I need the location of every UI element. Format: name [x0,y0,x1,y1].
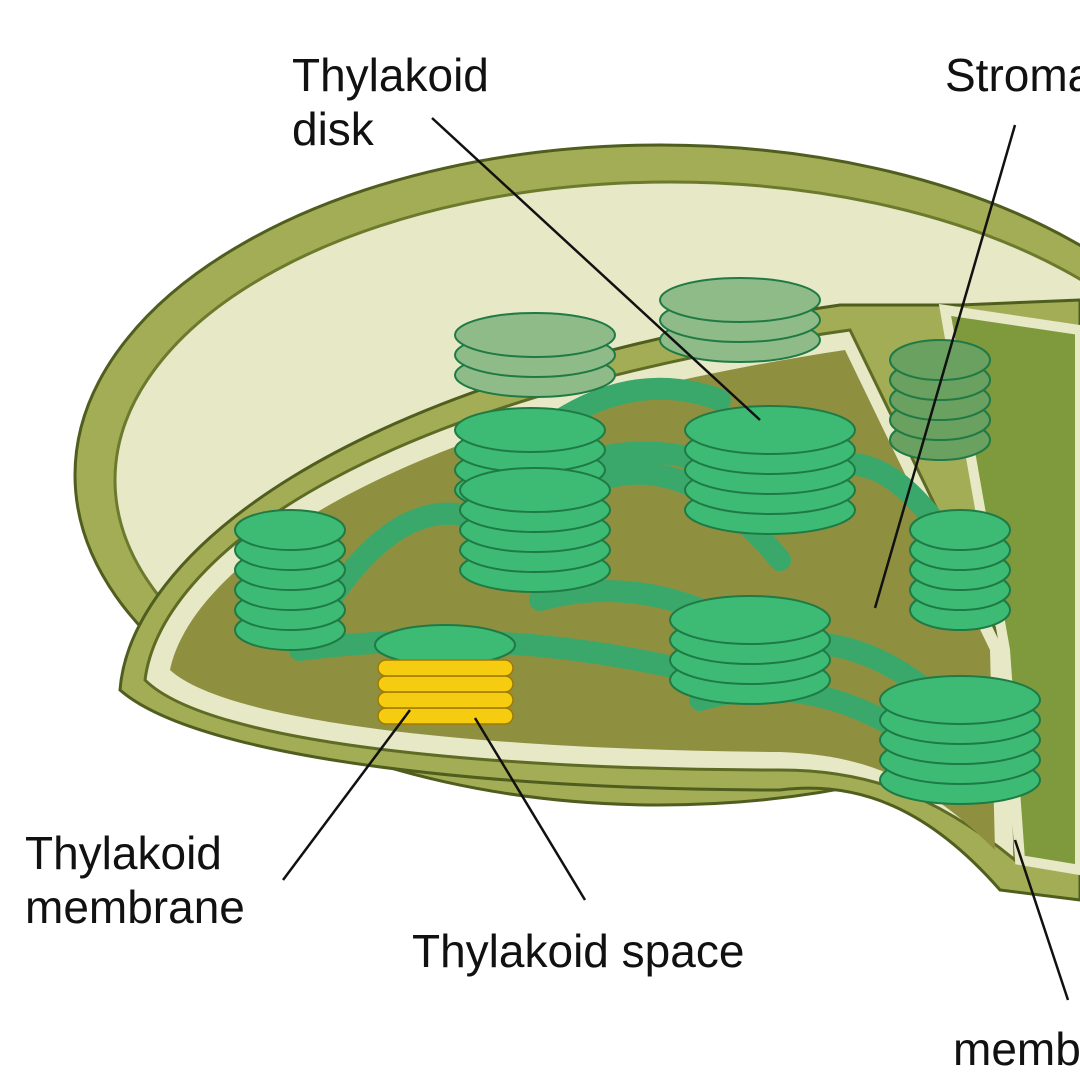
granum [669,595,831,705]
label-stroma: Stroma [945,49,1080,101]
label-thylakoid-space: Thylakoid space [412,925,745,977]
leader-thylakoid-membrane [281,709,412,881]
thylakoid-disk-highlight [377,707,514,725]
thylakoid-disk [909,509,1011,551]
granum [459,467,611,593]
leader-thylakoid-disk [431,117,761,421]
granum [234,509,346,651]
highlighted-granum [374,624,516,725]
thylakoid-disk-highlight [377,659,514,677]
thylakoid-disk [454,407,606,453]
label-line: Thylakoid [292,49,489,101]
thylakoid-disk [889,339,991,381]
granum [684,405,856,535]
granum [909,509,1011,631]
thylakoid-disk [454,312,616,358]
label-line: Thylakoid [25,827,222,879]
thylakoid-disk [659,277,821,323]
label-membrane: membrane [953,1023,1080,1075]
thylakoid-disk-highlight [377,691,514,709]
thylakoid-disk [459,467,611,513]
leader-lines [281,117,1070,1001]
granum [879,675,1041,805]
granum [889,339,991,461]
leader-membrane [1013,839,1070,1001]
thylakoid-disk-highlight [377,675,514,693]
thylakoid-disk [879,675,1041,725]
leader-stroma [873,124,1017,609]
leader-thylakoid-space [473,717,587,901]
thylakoid-disk [669,595,831,645]
granum [659,277,821,363]
label-thylakoid-membrane: Thylakoid membrane [25,826,245,934]
stroma-lamella [549,377,731,431]
thylakoid-disk [374,624,516,666]
thylakoid-disk [234,509,346,551]
label-line: disk [292,103,374,155]
thylakoid-disk [684,405,856,455]
label-line: membrane [25,881,245,933]
label-thylakoid-disk: Thylakoid disk [292,48,489,156]
granum [454,312,616,398]
